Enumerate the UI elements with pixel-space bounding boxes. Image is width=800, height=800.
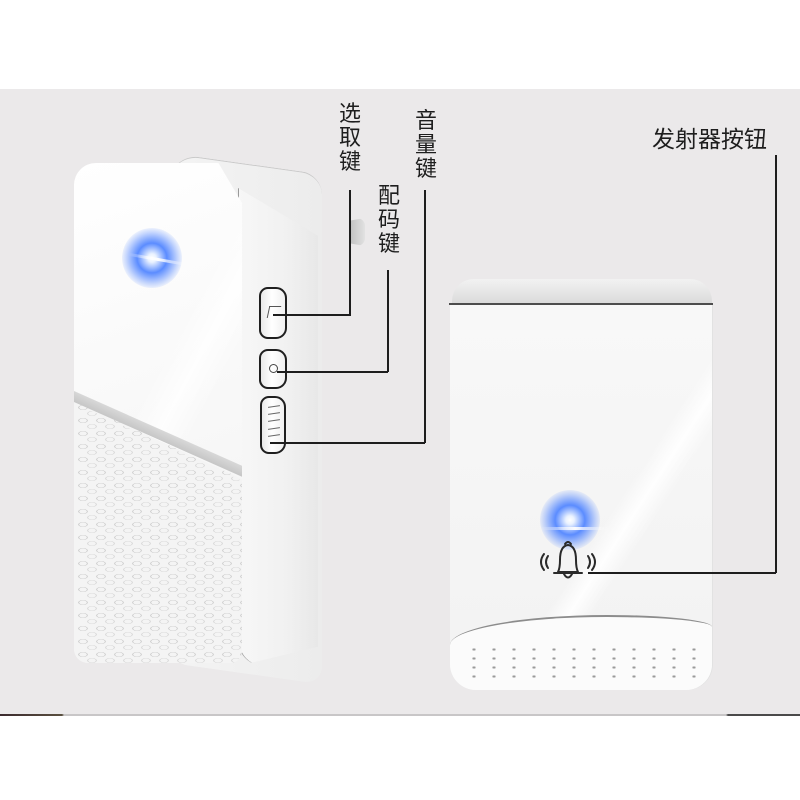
pair-key-button[interactable]	[259, 349, 287, 389]
leader-line-pair-vertical	[387, 270, 389, 372]
receiver-front-panel	[74, 163, 242, 663]
ridged-scroll-icon	[267, 405, 281, 442]
leader-line-transmitter-horizontal	[588, 572, 776, 574]
leader-line-volume-horizontal	[270, 442, 425, 444]
transmitter-top-edge	[452, 279, 712, 305]
circle-icon	[269, 364, 278, 373]
transmitter-top-line	[449, 303, 713, 305]
leader-line-transmitter-vertical	[775, 155, 777, 573]
select-key-button[interactable]	[259, 287, 287, 339]
leader-line-volume-vertical	[424, 190, 426, 443]
transmitter-led-flare	[540, 527, 610, 530]
power-plug	[349, 218, 365, 246]
volume-key-button[interactable]	[260, 396, 286, 454]
speaker-grille-offset	[83, 407, 242, 663]
transmitter-led-icon	[540, 490, 600, 550]
transmitter-speaker-dots	[464, 645, 698, 679]
panel-bottom-edge	[0, 714, 800, 716]
pair-key-label: 配码键	[377, 184, 400, 257]
ringing-bell-icon[interactable]	[538, 536, 598, 586]
volume-key-label: 音量键	[414, 109, 437, 182]
music-note-icon	[266, 306, 282, 318]
leader-line-select-vertical	[349, 190, 351, 315]
select-key-label: 选取键	[338, 102, 361, 175]
leader-line-pair-horizontal	[277, 371, 388, 373]
transmitter-button-label: 发射器按钮	[652, 127, 767, 153]
leader-line-select-horizontal	[273, 314, 351, 316]
